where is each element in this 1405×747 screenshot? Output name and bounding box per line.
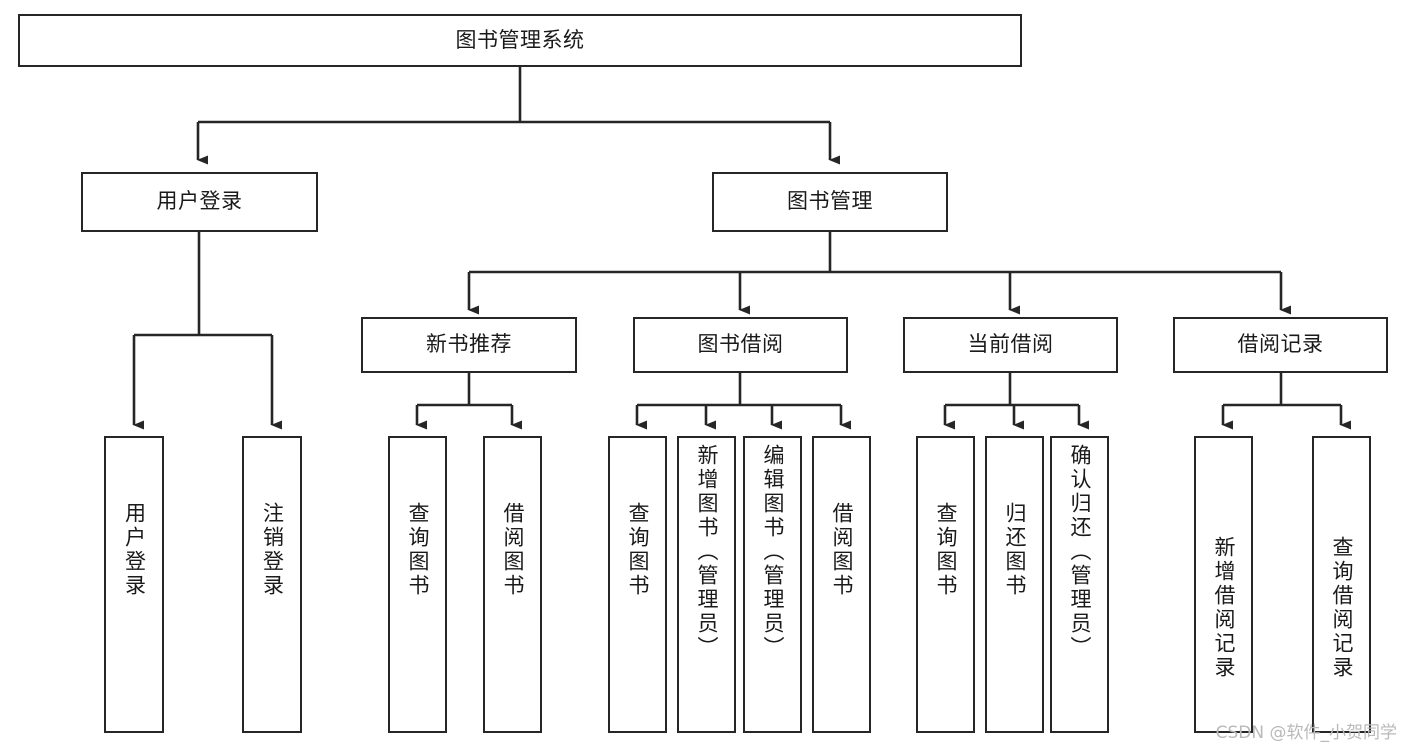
node-label: 借阅图书 [830, 502, 854, 598]
node-label: 借阅记录 [1237, 332, 1324, 357]
node-label: 编辑图书（管理员） [761, 444, 785, 660]
node-label: 查询借阅记录 [1330, 536, 1354, 680]
leaf-query-borrow-record[interactable]: 查询借阅记录 [1312, 436, 1371, 733]
node-label: 图书借阅 [697, 332, 784, 357]
node-label: 确认归还（管理员） [1068, 444, 1092, 660]
node-label: 新书推荐 [426, 332, 512, 357]
node-label: 查询图书 [626, 502, 650, 598]
node-label: 查询图书 [406, 502, 430, 598]
node-label: 图书管理 [787, 189, 873, 214]
node-current-borrow[interactable]: 当前借阅 [903, 317, 1118, 373]
node-label: 新增借阅记录 [1212, 536, 1236, 680]
node-label: 用户登录 [156, 189, 243, 214]
node-book-borrow[interactable]: 图书借阅 [633, 317, 848, 373]
leaf-query-book-1[interactable]: 查询图书 [388, 436, 447, 733]
leaf-add-book-admin[interactable]: 新增图书（管理员） [677, 436, 736, 733]
leaf-user-login[interactable]: 用户登录 [104, 436, 164, 733]
node-label: 注销登录 [260, 502, 285, 598]
node-book-management[interactable]: 图书管理 [712, 172, 948, 232]
leaf-add-borrow-record[interactable]: 新增借阅记录 [1194, 436, 1253, 733]
leaf-return-book[interactable]: 归还图书 [985, 436, 1044, 733]
node-label: 新增图书（管理员） [695, 444, 719, 660]
leaf-query-book-3[interactable]: 查询图书 [916, 436, 975, 733]
leaf-logout[interactable]: 注销登录 [242, 436, 302, 733]
node-label: 图书管理系统 [455, 27, 585, 52]
leaf-confirm-return-admin[interactable]: 确认归还（管理员） [1050, 436, 1109, 733]
node-new-book-recommend[interactable]: 新书推荐 [361, 317, 577, 373]
watermark-text: CSDN @软件_小贺同学 [1215, 723, 1397, 743]
node-label: 用户登录 [122, 502, 147, 598]
leaf-borrow-book-2[interactable]: 借阅图书 [812, 436, 871, 733]
node-label: 借阅图书 [501, 502, 525, 598]
node-user-login[interactable]: 用户登录 [81, 172, 318, 232]
leaf-edit-book-admin[interactable]: 编辑图书（管理员） [743, 436, 802, 733]
node-label: 归还图书 [1003, 502, 1027, 598]
node-borrow-record[interactable]: 借阅记录 [1173, 317, 1388, 373]
leaf-query-book-2[interactable]: 查询图书 [608, 436, 667, 733]
node-root-system[interactable]: 图书管理系统 [18, 14, 1022, 67]
node-label: 当前借阅 [967, 332, 1054, 357]
node-label: 查询图书 [934, 502, 958, 598]
leaf-borrow-book-1[interactable]: 借阅图书 [483, 436, 542, 733]
